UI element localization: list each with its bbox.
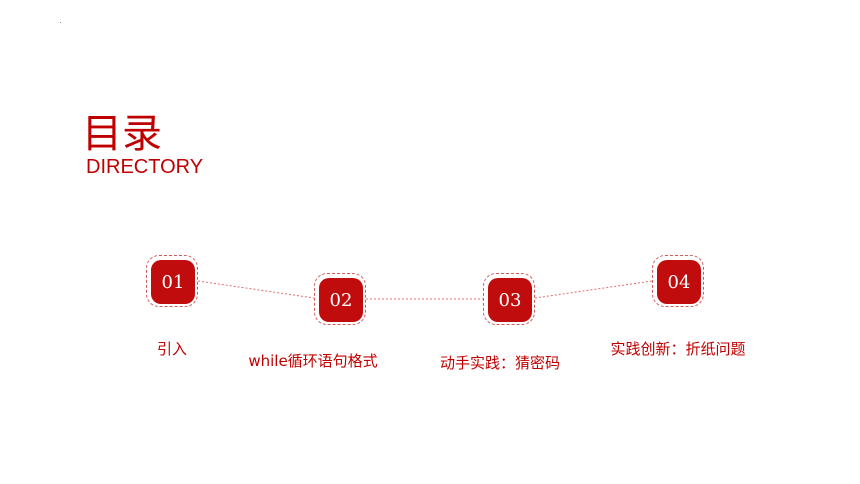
toc-item-02-label[interactable]: while循环语句格式 [248,352,378,370]
toc-item-03-badge-fill: 03 [488,278,532,322]
connector-line-3-4 [534,280,653,299]
toc-item-01-badge[interactable]: 01 [146,255,198,307]
toc-item-02-number: 02 [329,289,353,311]
toc-item-04-number: 04 [667,271,691,293]
toc-item-01-badge-fill: 01 [151,260,195,304]
decorative-dot [60,22,61,23]
toc-item-03-badge[interactable]: 03 [483,273,535,325]
toc-item-04-badge-fill: 04 [657,260,701,304]
toc-item-04-label[interactable]: 实践创新：折纸问题 [610,340,746,358]
page-subtitle: DIRECTORY [86,156,204,178]
connector-line-1-2 [197,280,315,299]
toc-item-02-badge[interactable]: 02 [314,273,366,325]
toc-item-03-label[interactable]: 动手实践：猜密码 [439,354,561,372]
toc-item-01-label[interactable]: 引入 [156,340,188,358]
toc-item-01-number: 01 [161,271,185,293]
toc-item-02-badge-fill: 02 [319,278,363,322]
toc-item-03-number: 03 [498,289,522,311]
page-title: 目录 [82,111,162,157]
toc-item-04-badge[interactable]: 04 [652,255,704,307]
